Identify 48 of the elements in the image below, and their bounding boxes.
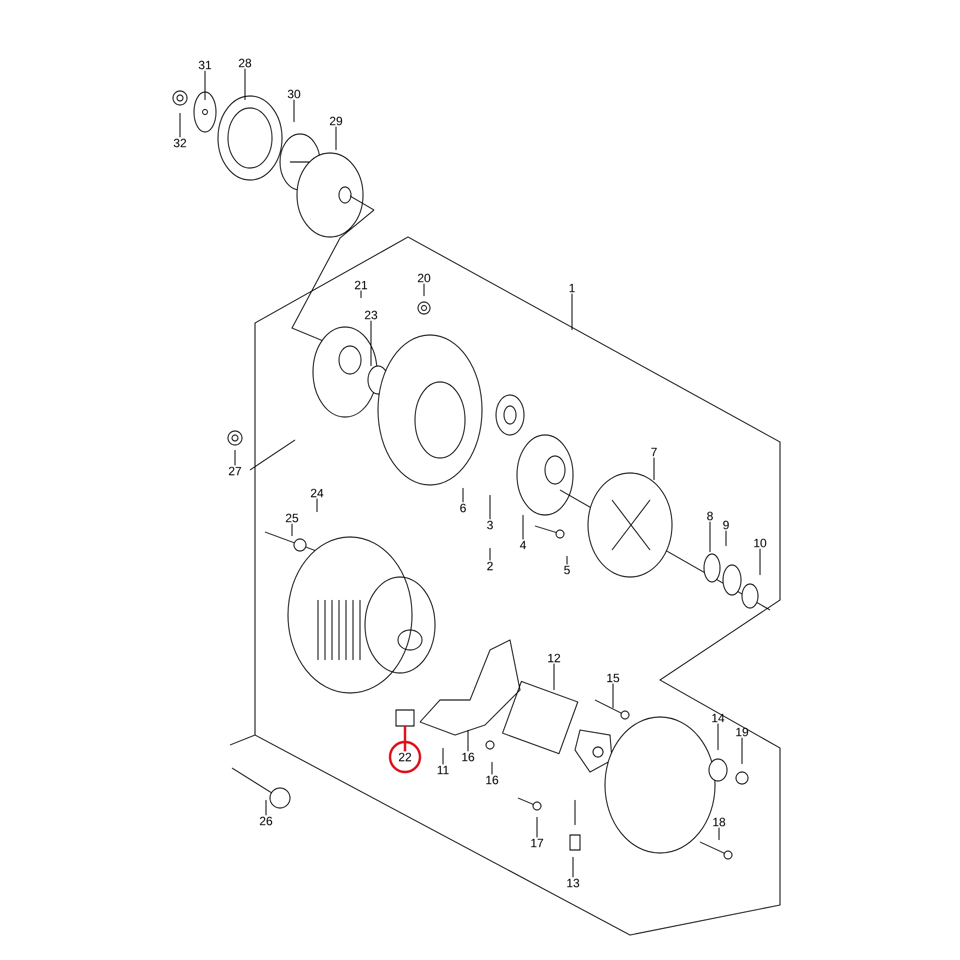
callout-number: 16 — [486, 776, 498, 784]
leader-line — [234, 450, 236, 466]
leader-line — [442, 748, 444, 765]
callout-number: 4 — [520, 540, 526, 550]
callout-number: 7 — [651, 448, 657, 456]
callout-number: 30 — [288, 90, 300, 98]
leader-line — [316, 498, 318, 512]
leader-line — [360, 290, 362, 298]
callout-number: 15 — [607, 674, 620, 682]
callout-number: 31 — [198, 60, 212, 70]
leader-line — [244, 68, 246, 100]
leader-line — [566, 556, 568, 565]
callout-number: 23 — [364, 310, 378, 320]
callout-number: 1 — [570, 284, 575, 292]
callout-number: 29 — [330, 116, 342, 126]
callout-number: 8 — [707, 512, 713, 520]
callout-number: 17 — [531, 838, 544, 848]
callout-number: 12 — [548, 654, 560, 662]
callout-number: 32 — [174, 138, 186, 148]
callout-number: 14 — [712, 714, 724, 722]
leader-line — [204, 70, 206, 100]
callout-number: 9 — [723, 520, 729, 530]
callout-number: 24 — [310, 488, 324, 498]
callout-number: 13 — [567, 878, 580, 888]
callout-number: 10 — [754, 538, 766, 548]
callout-number: 28 — [238, 58, 252, 68]
leader-line — [572, 856, 574, 878]
leader-line — [462, 488, 464, 503]
callout-number: 18 — [713, 818, 726, 826]
leader-line — [370, 320, 372, 366]
callout-number: 2 — [487, 562, 493, 570]
callout-number: 11 — [438, 766, 449, 774]
callout-number: 19 — [736, 728, 748, 736]
leader-line — [536, 816, 538, 838]
leader-line — [522, 514, 524, 540]
callout-number: 22 — [398, 752, 412, 762]
callout-number: 16 — [462, 752, 474, 762]
callout-number: 20 — [418, 274, 430, 282]
leader-line — [612, 683, 614, 708]
callout-number: 21 — [354, 280, 368, 290]
callout-number: 26 — [260, 816, 272, 826]
callout-number: 3 — [487, 520, 493, 530]
callout-number: 27 — [228, 466, 242, 476]
leader-line — [718, 827, 720, 840]
callout-number: 6 — [460, 504, 466, 512]
callout-number: 25 — [286, 514, 298, 522]
callout-number: 5 — [564, 566, 570, 574]
leader-line — [404, 726, 406, 752]
